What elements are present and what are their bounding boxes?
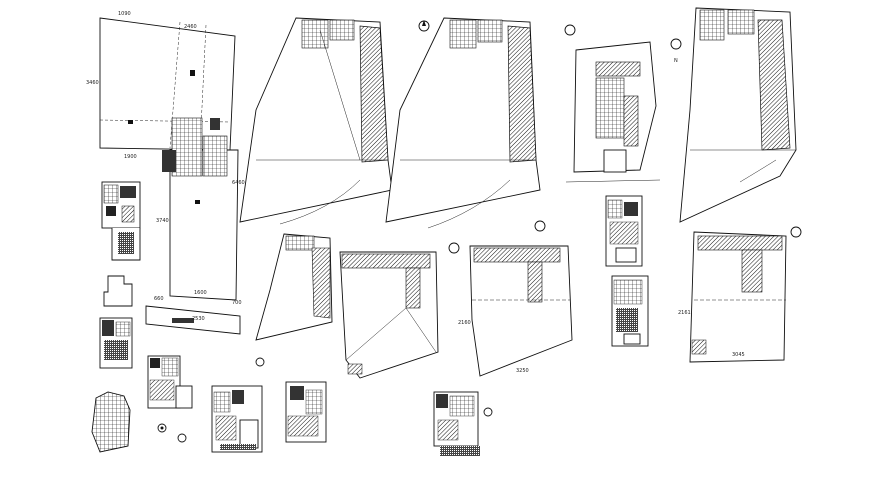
dim-label: 3045 [732, 352, 745, 358]
floor-plan-outline-1 [103, 275, 133, 307]
site-plan-3: N [565, 38, 682, 183]
dim-label: 3250 [516, 368, 529, 374]
site-plan-large: 1090 2460 3460 1900 6460 3740 1600 660 7… [86, 11, 245, 335]
site-plan-7: 2160 3250 [458, 245, 573, 377]
dim-label: 2160 [458, 320, 471, 326]
dim-label: 1090 [118, 11, 131, 17]
site-plan-6 [339, 251, 439, 379]
dim-label: 3740 [156, 218, 169, 224]
floor-plan-small-5 [285, 381, 327, 443]
floor-plan-tall-2 [611, 275, 649, 347]
site-plan-4 [679, 7, 797, 223]
site-plan-8: 2161 3045 [678, 226, 802, 363]
site-plan-5 [255, 233, 333, 341]
dim-label: 660 [154, 296, 164, 302]
north-arrow [157, 423, 187, 443]
site-plan-1 [239, 17, 393, 225]
north-arrow [564, 24, 576, 36]
floor-plan-small-2 [99, 317, 133, 369]
roof-plan-grid [91, 391, 131, 453]
dim-label: 6460 [232, 180, 245, 186]
dim-label: 2161 [678, 310, 691, 316]
dim-label: 1600 [194, 290, 207, 296]
floor-plan-small-3 [147, 355, 193, 409]
north-label: N [674, 58, 678, 64]
dim-label: 700 [232, 300, 242, 306]
site-plan-2 [385, 17, 541, 229]
dim-label: 2530 [192, 316, 205, 322]
dim-label: 1900 [124, 154, 137, 160]
north-arrow [255, 220, 546, 417]
dim-label: 2460 [184, 24, 197, 30]
floor-plan-small-4 [211, 385, 263, 453]
floor-plan-tall [605, 195, 643, 267]
floor-plan-small-1 [101, 181, 141, 261]
dim-label: 3460 [86, 80, 99, 86]
floor-plan-small-6 [433, 391, 480, 456]
north-arrow [418, 20, 430, 32]
